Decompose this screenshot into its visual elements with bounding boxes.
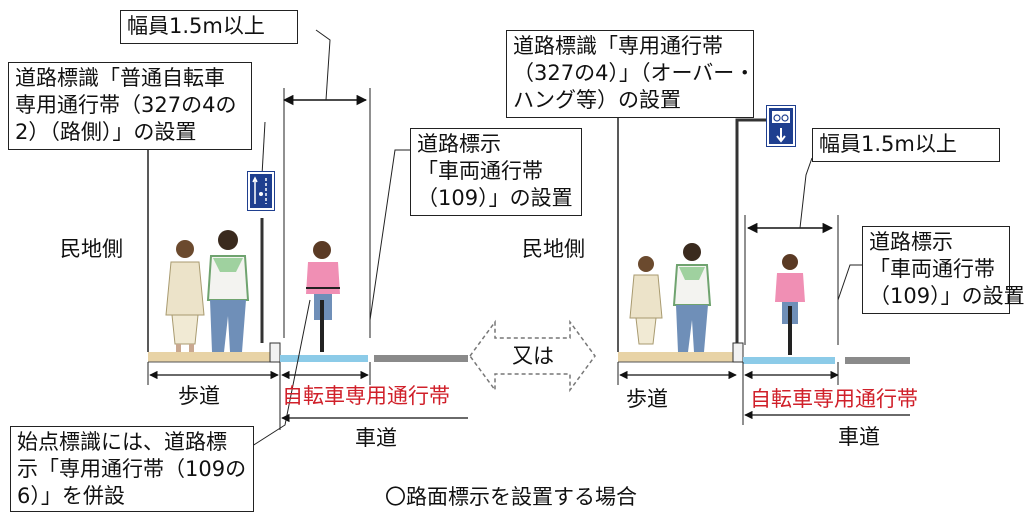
or-label: 又は	[512, 344, 554, 368]
right-sidewalk-surface	[618, 352, 738, 362]
left-width-text: 幅員1.5m以上	[127, 14, 265, 38]
left-lane-gap	[368, 355, 374, 362]
right-sign-line-3: ハング等）の設置	[513, 88, 681, 112]
right-roadway-label: 車道	[838, 425, 880, 449]
left-sign-line-2: 専用通行帯（327の4の	[15, 93, 237, 117]
right-sidewalk-label: 歩道	[626, 387, 668, 411]
left-start-line-2: 示「専用通行帯（109の	[17, 457, 247, 481]
right-sign-line-1: 道路標識「専用通行帯	[513, 34, 723, 58]
left-bike-lane	[280, 355, 368, 362]
left-width-callout: 幅員1.5m以上	[120, 10, 298, 44]
left-marking-line-2: 「車両通行帯	[417, 159, 543, 183]
right-bike-lane	[743, 357, 835, 364]
left-bike-lane-label: 自転車専用通行帯	[282, 384, 450, 408]
or-double-arrow	[469, 319, 596, 393]
right-cyclist	[775, 254, 805, 355]
left-sidewalk-label: 歩道	[178, 384, 220, 408]
left-start-line-3: 6）」を併設	[17, 484, 125, 508]
left-road	[374, 355, 468, 362]
left-pedestrian-man	[206, 230, 250, 352]
right-pedestrian-woman	[629, 256, 663, 345]
right-bike-lane-label: 自転車専用通行帯	[750, 387, 918, 411]
left-bicycle-lane-sign-icon	[247, 171, 275, 211]
right-marking-callout: 道路標示 「車両通行帯 （109）」の設置	[862, 226, 1025, 314]
left-start-sign-callout: 始点標識には、道路標 示「専用通行帯（109の 6）」を併設	[10, 426, 254, 512]
left-roadway-label: 車道	[355, 426, 397, 450]
left-scene	[147, 29, 468, 456]
left-curb	[269, 342, 281, 363]
left-pedestrian-woman	[165, 240, 205, 352]
right-marking-line-2: 「車両通行帯	[869, 257, 995, 281]
right-pedestrian-man	[672, 243, 712, 352]
right-marking-line-1: 道路標示	[869, 230, 953, 254]
right-curb	[732, 342, 744, 363]
left-cyclist	[306, 241, 340, 352]
right-width-callout: 幅員1.5m以上	[812, 128, 1000, 162]
left-marking-line-1: 道路標示	[417, 132, 501, 156]
left-sidewalk-surface	[148, 352, 278, 362]
left-sign-callout: 道路標識「普通自転車 専用通行帯（327の4の 2）（路側）」の設置	[8, 62, 252, 150]
caption: 〇路面標示を設置する場合	[385, 485, 637, 509]
right-sign-callout: 道路標識「専用通行帯 （327の4）」（オーバー・ ハング等）の設置	[506, 30, 756, 118]
right-private-land-label: 民地側	[522, 237, 585, 261]
left-private-land-label: 民地側	[60, 237, 123, 261]
left-marking-callout: 道路標示 「車両通行帯 （109）」の設置	[410, 128, 582, 216]
left-sign-line-1: 道路標識「普通自転車	[15, 66, 225, 90]
right-scene	[617, 112, 910, 425]
right-road	[845, 357, 910, 364]
left-start-line-1: 始点標識には、道路標	[17, 430, 227, 454]
right-marking-line-3: （109）」の設置	[869, 284, 1025, 308]
right-sign-line-2: （327の4）」（オーバー・	[513, 61, 756, 85]
right-width-text: 幅員1.5m以上	[819, 132, 957, 156]
right-overhang-lane-sign-icon	[766, 105, 796, 147]
right-overhang-post	[735, 118, 775, 343]
left-sign-line-3: 2）（路側）」の設置	[15, 120, 197, 144]
left-marking-line-3: （109）」の設置	[417, 186, 573, 210]
